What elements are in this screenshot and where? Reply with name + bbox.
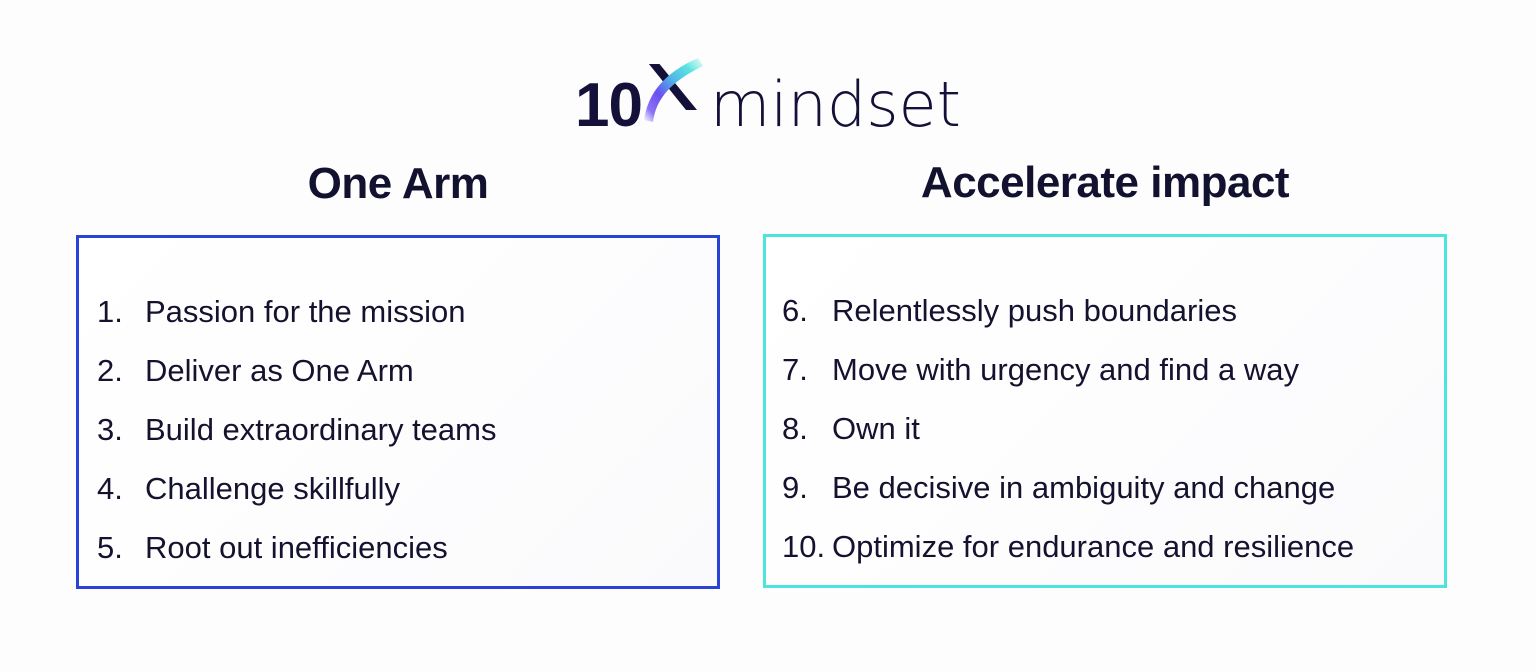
list-item-number: 10. xyxy=(782,529,826,564)
value-list-accelerate-impact: 6. Relentlessly push boundaries 7. Move … xyxy=(766,237,1444,585)
list-item-label: Be decisive in ambiguity and change xyxy=(832,470,1336,505)
list-item: 2. Deliver as One Arm xyxy=(79,341,717,400)
logo-word-mindset: mindset xyxy=(709,68,961,141)
value-list-one-arm: 1. Passion for the mission 2. Deliver as… xyxy=(79,238,717,586)
list-item-number: 2. xyxy=(97,353,123,388)
list-item-number: 3. xyxy=(97,412,123,447)
logo-x-mark-icon xyxy=(642,36,706,126)
panel-accelerate-impact: 6. Relentlessly push boundaries 7. Move … xyxy=(763,234,1447,588)
column-heading-accelerate-impact: Accelerate impact xyxy=(920,158,1290,207)
list-item-label: Deliver as One Arm xyxy=(145,353,414,388)
list-item-number: 1. xyxy=(97,294,123,329)
list-item: 9. Be decisive in ambiguity and change xyxy=(766,458,1444,517)
list-item-number: 8. xyxy=(782,411,808,446)
logo-prefix-10: 10 xyxy=(575,71,643,140)
list-item-number: 9. xyxy=(782,470,808,505)
list-item-label: Move with urgency and find a way xyxy=(832,352,1299,387)
list-item-label: Own it xyxy=(832,411,920,446)
list-item: 5. Root out inefficiencies xyxy=(79,518,717,577)
logo-header: 10 mindse xyxy=(0,36,1536,141)
list-item: 1. Passion for the mission xyxy=(79,282,717,341)
list-item: 7. Move with urgency and find a way xyxy=(766,340,1444,399)
list-item-label: Optimize for endurance and resilience xyxy=(832,529,1355,564)
list-item: 10. Optimize for endurance and resilienc… xyxy=(766,517,1444,576)
list-item: 3. Build extraordinary teams xyxy=(79,400,717,459)
list-item: 8. Own it xyxy=(766,399,1444,458)
list-item-label: Challenge skillfully xyxy=(145,471,401,506)
list-item-label: Relentlessly push boundaries xyxy=(832,293,1237,328)
list-item-label: Root out inefficiencies xyxy=(145,530,448,565)
list-item: 6. Relentlessly push boundaries xyxy=(766,281,1444,340)
list-item-label: Passion for the mission xyxy=(145,294,466,329)
list-item: 4. Challenge skillfully xyxy=(79,459,717,518)
list-item-number: 4. xyxy=(97,471,123,506)
10x-mindset-logo: 10 mindse xyxy=(575,36,961,141)
list-item-number: 6. xyxy=(782,293,808,328)
column-heading-one-arm: One Arm xyxy=(307,159,489,208)
list-item-label: Build extraordinary teams xyxy=(145,412,497,447)
list-item-number: 7. xyxy=(782,352,808,387)
list-item-number: 5. xyxy=(97,530,123,565)
panel-one-arm: 1. Passion for the mission 2. Deliver as… xyxy=(76,235,720,589)
